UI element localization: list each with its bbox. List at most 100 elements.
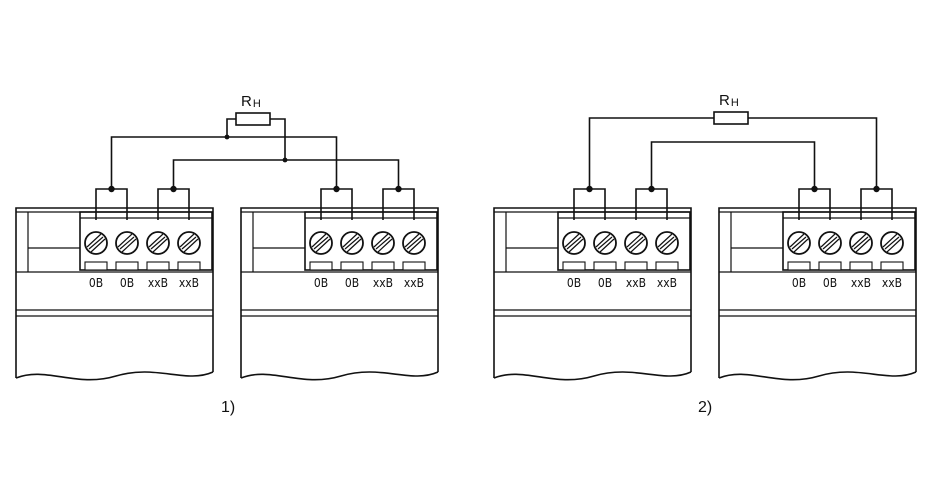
terminal-block <box>79 211 213 271</box>
terminal-label: 0B <box>598 276 612 290</box>
screw-slot <box>599 238 615 253</box>
screw-slot <box>595 233 611 248</box>
controller-module-a: 0B 0B xxB xxB <box>15 207 214 381</box>
label-tab <box>177 261 201 271</box>
jumper-wire <box>382 188 415 220</box>
screw-slot <box>884 236 900 250</box>
screw-slot <box>566 236 582 250</box>
screw-slot <box>344 236 360 250</box>
terminal-jumper <box>95 188 128 220</box>
module-break-line <box>240 371 439 381</box>
screw-slot <box>179 233 195 248</box>
terminal-screw-3: xxB <box>849 231 873 290</box>
controller-module-b: 0B 0B xxB xxB <box>718 207 917 381</box>
terminal-screw-3: xxB <box>371 231 395 290</box>
terminal-block <box>304 211 438 271</box>
screw-slot <box>377 238 393 253</box>
screw-slot <box>659 236 675 250</box>
outer-wire <box>588 117 714 189</box>
jumper-wire <box>95 188 128 220</box>
jumper-wire <box>157 188 190 220</box>
screw-slot <box>882 233 898 248</box>
terminal-screw-2: 0B <box>115 231 139 290</box>
wiring <box>95 118 415 220</box>
label-tab <box>309 261 333 271</box>
screw-slot <box>791 236 807 250</box>
screw-slot <box>406 236 422 250</box>
screw-slot <box>793 238 809 253</box>
screw-slot <box>150 236 166 250</box>
diagram-caption: 1) <box>221 399 235 416</box>
screw-slot <box>315 238 331 253</box>
resistor-label: RH <box>241 93 261 110</box>
screw-slot <box>568 238 584 253</box>
label-tab <box>340 261 364 271</box>
controller-module-b: 0B 0B xxB xxB <box>240 207 439 381</box>
terminal-label: 0B <box>345 276 359 290</box>
label-tab <box>880 261 904 271</box>
terminal-label: xxB <box>148 276 168 290</box>
screw-slot <box>789 233 805 248</box>
screw-slot <box>630 238 646 253</box>
label-tab <box>84 261 108 271</box>
terminal-screw-4: xxB <box>177 231 201 290</box>
terminal-label: 0B <box>89 276 103 290</box>
screw-slot <box>851 233 867 248</box>
terminal-block <box>782 211 916 271</box>
signal-wire <box>172 159 400 189</box>
terminal-screw-2: 0B <box>818 231 842 290</box>
terminal-screw-1: 0B <box>309 231 333 290</box>
terminal-label: 0B <box>823 276 837 290</box>
screw-slot <box>121 238 137 253</box>
zero-volt-wire <box>110 136 338 189</box>
screw-slot <box>311 233 327 248</box>
terminal-screw-2: 0B <box>340 231 364 290</box>
screw-slot <box>88 236 104 250</box>
resistor-lead <box>270 118 286 160</box>
module-outline <box>718 207 917 378</box>
terminal-label: xxB <box>404 276 424 290</box>
junction-dot <box>282 157 288 163</box>
terminal-label: xxB <box>626 276 646 290</box>
resistor-label: RH <box>719 92 739 109</box>
label-tab <box>402 261 426 271</box>
terminal-screw-4: xxB <box>655 231 679 290</box>
label-tab <box>787 261 811 271</box>
jumper-wire <box>573 188 606 220</box>
label-tab <box>115 261 139 271</box>
screw-slot <box>183 238 199 253</box>
terminal-jumper <box>157 188 190 220</box>
terminal-screw-3: xxB <box>624 231 648 290</box>
screw-slot <box>375 236 391 250</box>
label-tab <box>818 261 842 271</box>
screw-slot <box>346 238 362 253</box>
terminal-label: xxB <box>882 276 902 290</box>
terminal-jumper <box>860 188 893 220</box>
screw-slot <box>597 236 613 250</box>
screw-slot <box>822 236 838 250</box>
terminal-screw-1: 0B <box>84 231 108 290</box>
screw-slot <box>86 233 102 248</box>
resistor-lead <box>226 118 236 137</box>
screw-slot <box>657 233 673 248</box>
label-tab <box>849 261 873 271</box>
terminal-screw-4: xxB <box>402 231 426 290</box>
terminal-screw-3: xxB <box>146 231 170 290</box>
module-outline <box>15 207 214 378</box>
screw-slot <box>886 238 902 253</box>
module-outline <box>240 207 439 378</box>
load-resistor: RH <box>235 93 271 126</box>
screw-slot <box>119 236 135 250</box>
label-tab <box>655 261 679 271</box>
jumper-wire <box>860 188 893 220</box>
terminal-screw-1: 0B <box>787 231 811 290</box>
screw-slot <box>117 233 133 248</box>
screw-slot <box>404 233 420 248</box>
module-outline <box>493 207 692 378</box>
screw-slot <box>853 236 869 250</box>
screw-slot <box>373 233 389 248</box>
resistor-body <box>713 111 749 125</box>
label-tab <box>624 261 648 271</box>
